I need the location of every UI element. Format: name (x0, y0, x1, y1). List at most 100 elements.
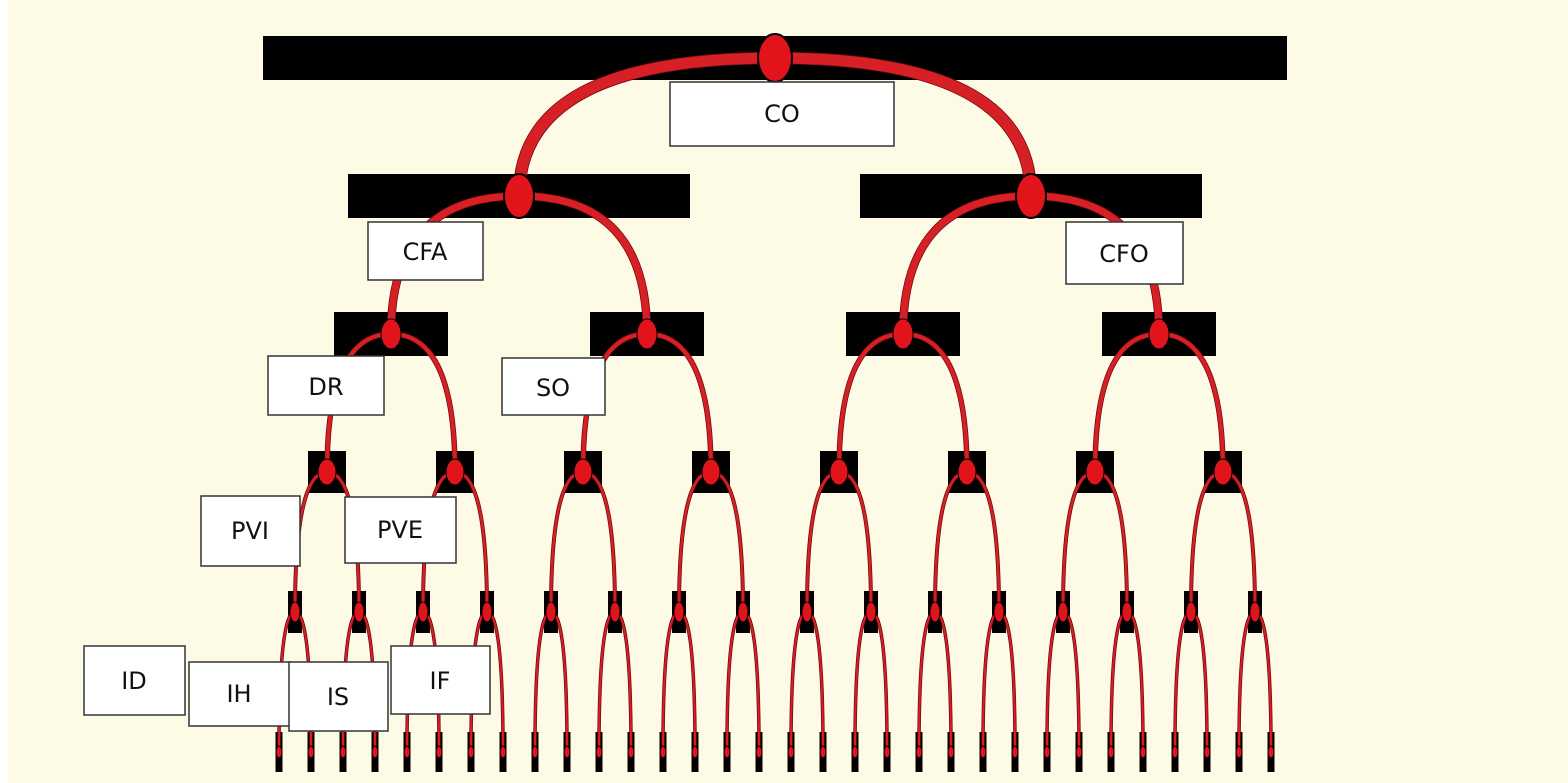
nodes-layer (275, 33, 1275, 759)
labels-layer: CO CFA CFO DR SO PVI (83, 81, 1184, 732)
level-5-node (307, 745, 315, 759)
branch-line (769, 52, 1037, 202)
label-so: SO (501, 357, 606, 416)
level-2-node (892, 318, 914, 350)
level-2-node (636, 318, 658, 350)
level-4-node (929, 601, 941, 623)
label-cfa: CFA (367, 221, 484, 281)
level-5-node (1203, 745, 1211, 759)
level-2-node (1148, 318, 1170, 350)
label-id-text: ID (121, 667, 147, 695)
level-5-node (1139, 745, 1147, 759)
level-2-node (380, 318, 402, 350)
level-5-node (1235, 745, 1243, 759)
label-co-text: CO (764, 100, 800, 128)
branch-line (645, 332, 713, 474)
level-4-node (1249, 601, 1261, 623)
level-5-node (339, 745, 347, 759)
label-pvi-text: PVI (231, 517, 269, 545)
level-5-node (435, 745, 443, 759)
level-5-node (1075, 745, 1083, 759)
level-5-node (1043, 745, 1051, 759)
level-5-node (947, 745, 955, 759)
level-5-node (1171, 745, 1179, 759)
level-3-node (957, 458, 977, 486)
label-dr: DR (267, 355, 385, 416)
level-5-node (659, 745, 667, 759)
label-so-text: SO (536, 374, 570, 402)
level-1-node (1015, 173, 1047, 219)
level-5-node (851, 745, 859, 759)
level-3-node (445, 458, 465, 486)
level-5-node (1107, 745, 1115, 759)
level-5-node (467, 745, 475, 759)
branch-line (1093, 332, 1161, 474)
level-4-node (1185, 601, 1197, 623)
label-co: CO (669, 81, 895, 147)
label-pve-text: PVE (377, 516, 423, 544)
branch-line (901, 332, 969, 474)
branch-line (513, 52, 781, 202)
label-ih: IH (188, 661, 291, 727)
level-5-node (371, 745, 379, 759)
level-3-node (573, 458, 593, 486)
label-dr-text: DR (308, 373, 343, 401)
level-4-node (609, 601, 621, 623)
level-5-node (1011, 745, 1019, 759)
level-4-node (353, 601, 365, 623)
level-5-node (403, 745, 411, 759)
level-5-node (755, 745, 763, 759)
branch-line (389, 332, 457, 474)
level-5-node (915, 745, 923, 759)
level-3-node (701, 458, 721, 486)
label-is-text: IS (327, 683, 349, 711)
level-5-node (499, 745, 507, 759)
level-3-node (1213, 458, 1233, 486)
label-cfa-text: CFA (403, 238, 448, 266)
diagram-canvas: CO CFA CFO DR SO PVI (8, 0, 1568, 783)
level-4-node (801, 601, 813, 623)
hierarchy-tree-diagram: CO CFA CFO DR SO PVI (83, 33, 1287, 772)
level-5-node (595, 745, 603, 759)
label-cfo-text: CFO (1099, 240, 1148, 268)
level-4-node (289, 601, 301, 623)
level-5-node (787, 745, 795, 759)
label-cfo: CFO (1065, 221, 1184, 285)
level-3-node (1085, 458, 1105, 486)
label-if-text: IF (430, 667, 451, 695)
branch-line (837, 332, 905, 474)
level-5-node (563, 745, 571, 759)
level-5-node (1267, 745, 1275, 759)
level-3-node (829, 458, 849, 486)
level-0-node (757, 33, 793, 83)
label-if: IF (390, 645, 491, 715)
level-4-node (481, 601, 493, 623)
label-pve: PVE (344, 496, 457, 564)
level-4-node (673, 601, 685, 623)
level-4-node (1057, 601, 1069, 623)
level-1-node (503, 173, 535, 219)
label-pvi: PVI (200, 495, 301, 567)
level-5-node (275, 745, 283, 759)
level-5-node (627, 745, 635, 759)
level-4-node (1121, 601, 1133, 623)
label-ih-text: IH (226, 680, 251, 708)
level-4-node (993, 601, 1005, 623)
level-4-node (545, 601, 557, 623)
level-5-node (819, 745, 827, 759)
branch-line (1157, 332, 1225, 474)
level-5-node (979, 745, 987, 759)
level-5-node (723, 745, 731, 759)
branches-layer (277, 51, 1273, 754)
level-5-node (691, 745, 699, 759)
level-4-node (865, 601, 877, 623)
label-is: IS (288, 661, 389, 732)
label-id: ID (83, 645, 186, 716)
level-4-node (417, 601, 429, 623)
branch-line (899, 192, 1035, 338)
level-5-node (883, 745, 891, 759)
level-3-node (317, 458, 337, 486)
level-4-node (737, 601, 749, 623)
branch-line (515, 192, 651, 338)
level-5-node (531, 745, 539, 759)
